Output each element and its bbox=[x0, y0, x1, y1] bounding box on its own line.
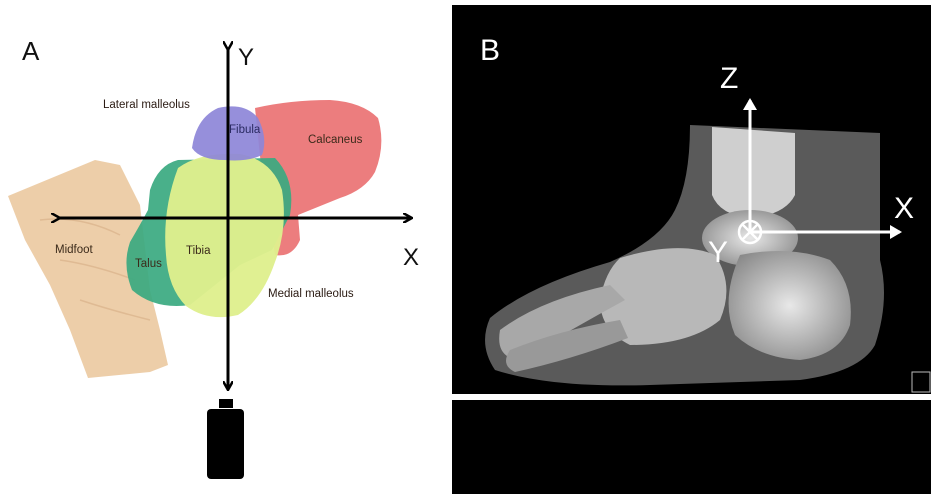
y-axis-label-xray: Y bbox=[708, 236, 728, 270]
panel-a-letter: A bbox=[22, 36, 39, 67]
midfoot-label: Midfoot bbox=[55, 244, 93, 256]
xray-separator bbox=[450, 394, 931, 400]
tibia-region bbox=[165, 154, 284, 317]
medial-malleolus-label: Medial malleolus bbox=[268, 288, 354, 300]
y-axis-label: Y bbox=[238, 44, 254, 72]
calcaneus-label: Calcaneus bbox=[308, 134, 362, 146]
leg-bone-shaft bbox=[712, 127, 795, 218]
camera-icon bbox=[207, 399, 244, 479]
xray-canvas bbox=[450, 0, 931, 494]
x-axis-label: X bbox=[403, 244, 419, 272]
talus-label: Talus bbox=[135, 258, 162, 270]
panel-b-letter: B bbox=[480, 34, 500, 68]
x-axis-label-xray: X bbox=[894, 192, 914, 226]
tibia-label: Tibia bbox=[186, 245, 211, 257]
panel-a-bone-diagram: A Y X Lateral malleolus Fibula Calcaneus… bbox=[0, 0, 450, 494]
z-axis-label: Z bbox=[720, 62, 738, 96]
fibula-label: Fibula bbox=[229, 124, 260, 136]
lateral-malleolus-label: Lateral malleolus bbox=[103, 99, 190, 111]
calcaneus-bone bbox=[729, 251, 851, 360]
xray-bottom-frame bbox=[452, 400, 931, 494]
panel-b-xray: B Z X Y bbox=[450, 0, 931, 494]
